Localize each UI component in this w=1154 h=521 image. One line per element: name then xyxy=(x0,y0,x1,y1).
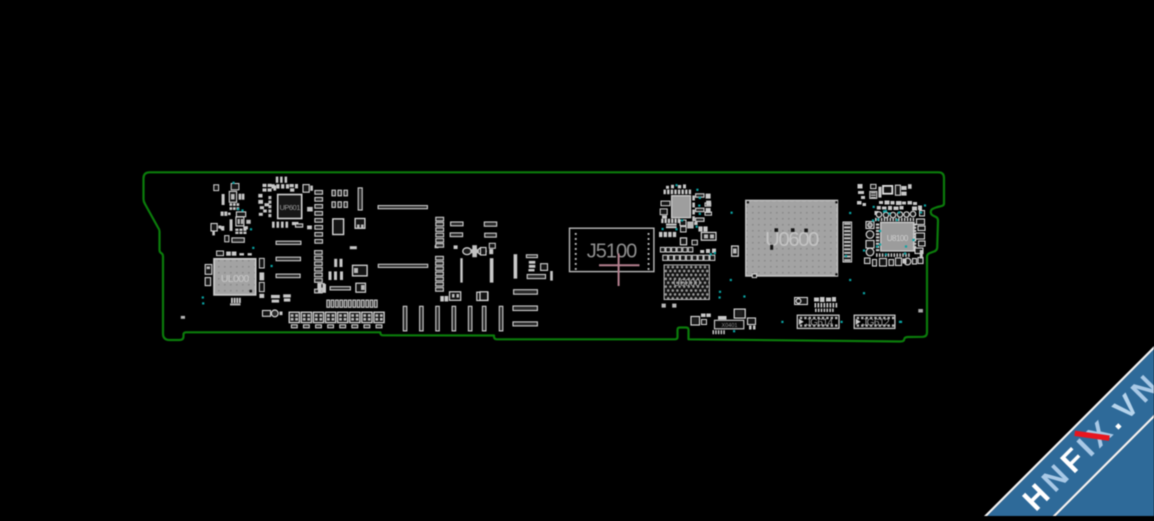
svg-text:U8100: U8100 xyxy=(887,234,909,243)
svg-text:JG612: JG612 xyxy=(862,317,890,328)
svg-text:J5100: J5100 xyxy=(587,241,637,263)
svg-text:U6000: U6000 xyxy=(673,278,701,289)
svg-text:JG614: JG614 xyxy=(806,317,834,328)
svg-text:X0401: X0401 xyxy=(722,323,738,329)
svg-text:UP601: UP601 xyxy=(279,203,300,212)
svg-text:U0600: U0600 xyxy=(765,228,819,251)
svg-text:UL000: UL000 xyxy=(221,273,250,285)
